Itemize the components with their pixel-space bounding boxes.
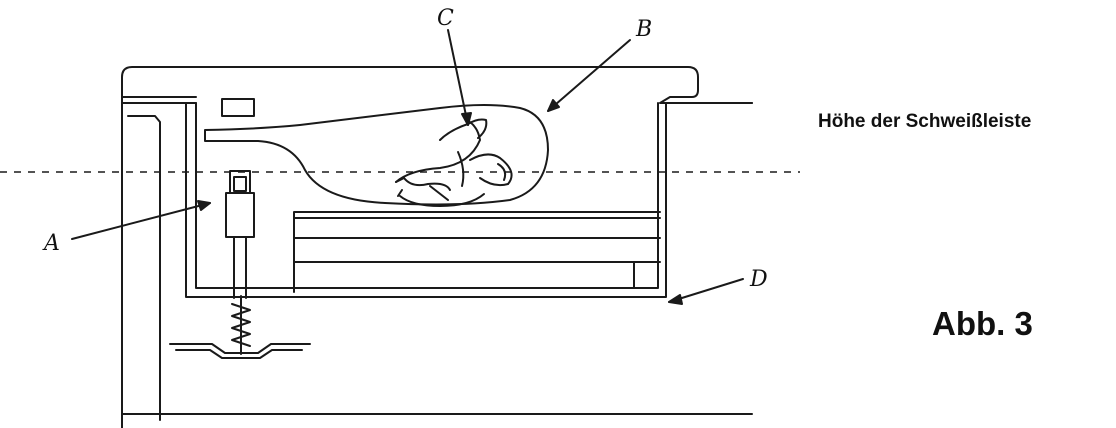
chamber-basin [185, 102, 667, 298]
seal-bar-height-label: Höhe der Schweißleiste [818, 111, 1032, 132]
chicken-product [395, 118, 513, 207]
seal-bar-head-inner [233, 176, 247, 192]
arrow-b [547, 39, 631, 112]
insert-plate [293, 211, 661, 293]
arrow-a [71, 200, 211, 240]
arrow-d [668, 278, 744, 305]
callout-b: B [635, 17, 652, 42]
seal-bar-cylinder [225, 192, 255, 238]
seal-bar-holder [221, 98, 255, 117]
callout-d: D [749, 267, 768, 292]
housing-inner-wall [127, 115, 161, 421]
callout-c: C [437, 6, 454, 31]
spring-mount [169, 343, 311, 354]
chamber-basin-inner [195, 102, 659, 289]
figure-number: Abb. 3 [932, 305, 1033, 342]
spring-mount-lower [175, 349, 303, 359]
callout-a: A [42, 231, 60, 256]
vacuum-bag [204, 104, 549, 206]
arrow-c [447, 29, 472, 126]
chamber-lid [121, 66, 753, 104]
